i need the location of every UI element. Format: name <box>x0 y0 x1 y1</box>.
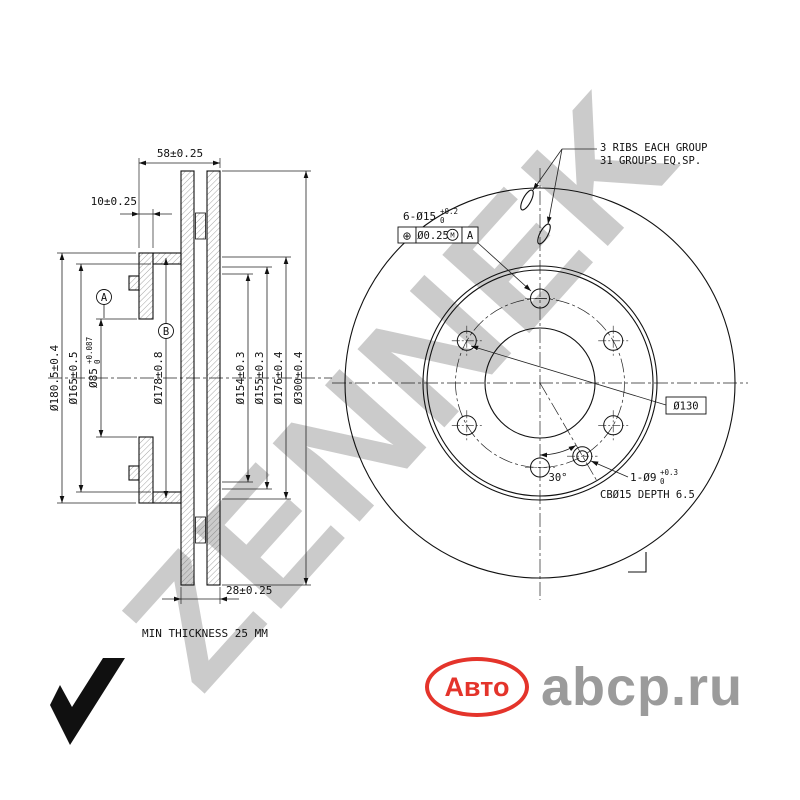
datum-b-label: B <box>163 326 169 338</box>
svg-text:0: 0 <box>440 216 445 225</box>
dim-overall-width: 58±0.25 <box>138 147 221 248</box>
svg-text:+0.2: +0.2 <box>440 207 458 216</box>
abcp-logo: Авто abcp.ru <box>425 656 743 718</box>
dim-d178-label: Ø178±0.8 <box>152 352 165 405</box>
svg-text:6-Ø15: 6-Ø15 <box>403 210 436 223</box>
label-bolt-holes: 6-Ø15 +0.2 0 <box>403 207 458 225</box>
svg-text:0: 0 <box>93 359 102 364</box>
dim-d165: Ø165±0.5 <box>67 263 151 493</box>
section-view: 58±0.25 10±0.25 Ø180.5±0.4 <box>48 147 332 640</box>
edge-mark <box>628 552 647 573</box>
note-min-thickness: MIN THICKNESS 25 MM <box>142 627 268 640</box>
pin-hole <box>567 446 598 467</box>
note-ribs-line1: 3 RIBS EACH GROUP <box>600 142 707 154</box>
label-bolt-circle: Ø130 <box>470 345 707 415</box>
gdt-frame: ⊕ Ø0.25 M A <box>397 226 532 292</box>
vane-section <box>195 516 206 544</box>
svg-text:30°: 30° <box>549 472 568 484</box>
dim-d154-label: Ø154±0.3 <box>234 352 247 405</box>
bolt-holes <box>451 288 629 478</box>
abcp-logo-site: abcp.ru <box>541 657 744 717</box>
dim-d300-label: Ø300±0.4 <box>292 351 305 404</box>
dim-overall-width-label: 58±0.25 <box>157 147 203 160</box>
svg-text:M: M <box>450 232 454 240</box>
svg-text:Ø130: Ø130 <box>673 401 698 413</box>
dim-d155-label: Ø155±0.3 <box>253 352 266 405</box>
dim-d155: Ø155±0.3 <box>222 266 272 490</box>
note-ribs-line2: 31 GROUPS EQ.SP. <box>600 155 701 167</box>
rib-marks <box>520 189 551 245</box>
svg-text:Ø0.25: Ø0.25 <box>417 230 449 242</box>
svg-text:0: 0 <box>660 477 665 486</box>
svg-text:1-Ø9: 1-Ø9 <box>630 471 657 484</box>
svg-text:Ø85: Ø85 <box>87 368 100 388</box>
front-view: 3 RIBS EACH GROUP 31 GROUPS EQ.SP. 6-Ø15… <box>332 142 748 600</box>
datum-a-label: A <box>101 292 108 304</box>
brand-check-icon <box>50 658 125 745</box>
dim-d165-label: Ø165±0.5 <box>67 352 80 405</box>
svg-text:A: A <box>467 230 474 242</box>
dim-d178: Ø178±0.8 <box>152 258 169 498</box>
dim-ring-thickness: 28±0.25 <box>162 584 272 604</box>
datum-a: A <box>96 289 112 318</box>
dim-d154: Ø154±0.3 <box>222 273 253 483</box>
pin-radial-centerline <box>539 382 598 482</box>
disc-section-body <box>128 170 221 586</box>
svg-text:+0.087: +0.087 <box>85 337 94 364</box>
datum-b: B <box>158 323 174 339</box>
dim-d180: Ø180.5±0.4 <box>48 252 136 504</box>
vane-section <box>195 212 206 240</box>
label-pin-hole: 1-Ø9 +0.3 0 CBØ15 DEPTH 6.5 <box>590 460 695 501</box>
dim-ring-thickness-label: 28±0.25 <box>226 584 272 597</box>
dim-d176-label: Ø176±0.4 <box>272 351 285 404</box>
label-angle: 30° <box>539 445 577 484</box>
dim-flange-label: 10±0.25 <box>91 195 137 208</box>
disc-outline <box>344 187 736 579</box>
dim-flange-thickness: 10±0.25 <box>91 195 172 248</box>
position-symbol-icon: ⊕ <box>402 230 411 243</box>
dim-d300: Ø300±0.4 <box>222 170 311 586</box>
abcp-logo-badge: Авто <box>425 657 529 717</box>
material-modifier-icon <box>446 228 459 241</box>
svg-text:+0.3: +0.3 <box>660 468 678 477</box>
dim-d85-label: Ø85 +0.087 0 <box>85 337 102 388</box>
label-counterbore: CBØ15 DEPTH 6.5 <box>600 489 695 501</box>
dim-d176: Ø176±0.4 <box>222 256 291 500</box>
dim-d180-label: Ø180.5±0.4 <box>48 345 61 412</box>
note-ribs: 3 RIBS EACH GROUP 31 GROUPS EQ.SP. <box>532 142 707 225</box>
dim-d85: Ø85 +0.087 0 <box>85 318 137 438</box>
